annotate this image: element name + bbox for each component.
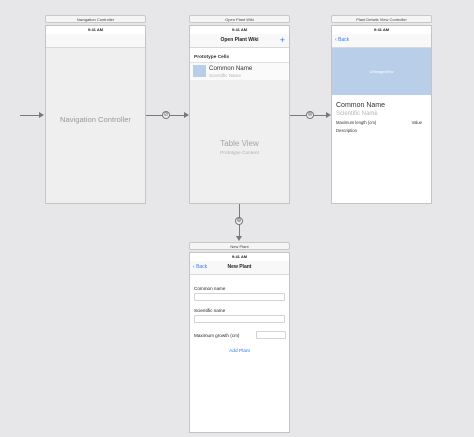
scene-plant-details[interactable]: Plant Details View Controller 9:41 AM ‹ … xyxy=(331,15,432,204)
navigation-bar: ‹ Back xyxy=(332,34,431,48)
status-bar-time: 9:41 AM xyxy=(231,254,248,259)
device-frame: 9:41 AM Open Plant Wiki + Prototype Cell… xyxy=(189,25,290,204)
show-segue-icon[interactable]: ⊚ xyxy=(306,111,314,119)
max-growth-field[interactable] xyxy=(256,331,286,339)
cell-subtitle: Scientific Name xyxy=(209,73,241,78)
add-plant-button[interactable]: + xyxy=(279,35,285,45)
max-length-label: Maximum length (cm) xyxy=(336,120,377,125)
back-button[interactable]: ‹ Back xyxy=(335,36,349,44)
back-button-label: Back xyxy=(196,264,208,270)
common-name-field[interactable] xyxy=(194,293,285,301)
prototype-cells-header: Prototype Cells xyxy=(194,55,230,60)
nav-controller-label: Navigation Controller xyxy=(60,115,131,124)
table-view-label: Table View xyxy=(220,139,259,148)
present-segue-icon[interactable]: ⊕ xyxy=(235,217,243,225)
scene-plant-list[interactable]: Open Plant Wiki 9:41 AM Open Plant Wiki … xyxy=(189,15,290,204)
cell-thumbnail xyxy=(193,65,206,77)
status-bar-time: 9:41 AM xyxy=(373,27,390,32)
navigation-bar xyxy=(46,34,145,48)
chevron-left-icon: ‹ xyxy=(193,264,195,270)
back-button[interactable]: ‹ Back xyxy=(193,263,207,271)
navigation-bar: ‹ Back New Plant xyxy=(190,261,289,275)
table-view-area: Table View Prototype Content xyxy=(190,80,289,203)
detail-common-name: Common Name xyxy=(336,102,386,109)
root-segue-arrow xyxy=(184,112,189,118)
present-segue-arrow xyxy=(236,236,242,241)
prototype-cell[interactable]: Common Name Scientific Name xyxy=(190,62,289,81)
table-view-sublabel: Prototype Content xyxy=(220,151,259,156)
add-plant-submit-button[interactable]: Add Plant xyxy=(229,349,250,354)
relationship-segue-icon[interactable]: ⊘ xyxy=(162,111,170,119)
cell-title: Common Name xyxy=(209,65,253,72)
nav-title: Open Plant Wiki xyxy=(220,37,259,43)
scientific-name-label: Scientific name xyxy=(194,308,226,313)
status-bar-time: 9:41 AM xyxy=(87,27,104,32)
entry-segue-arrow xyxy=(39,112,44,118)
scene-title[interactable]: New Plant xyxy=(189,242,290,250)
entry-segue-line xyxy=(20,115,40,116)
status-bar-time: 9:41 AM xyxy=(231,27,248,32)
max-growth-label: Maximum growth (cm) xyxy=(194,333,240,338)
common-name-label: Common name xyxy=(194,286,226,291)
back-button-label: Back xyxy=(338,37,350,43)
detail-scientific-name: Scientific Name xyxy=(336,111,378,117)
device-frame: 9:41 AM Navigation Controller xyxy=(45,25,146,204)
scene-title[interactable]: Open Plant Wiki xyxy=(189,15,290,23)
scene-title[interactable]: Navigation Controller xyxy=(45,15,146,23)
scene-navigation-controller[interactable]: Navigation Controller 9:41 AM Navigation… xyxy=(45,15,146,204)
scene-title[interactable]: Plant Details View Controller xyxy=(331,15,432,23)
scientific-name-field[interactable] xyxy=(194,315,285,323)
device-frame: 9:41 AM ‹ Back UIImageView Common Name S… xyxy=(331,25,432,204)
nav-title: New Plant xyxy=(227,264,252,270)
nav-controller-body: Navigation Controller xyxy=(46,48,145,203)
device-frame: 9:41 AM ‹ Back New Plant Common name Sci… xyxy=(189,252,290,433)
image-view-label: UIImageView xyxy=(369,69,394,74)
max-length-value: Value xyxy=(411,120,422,125)
scene-new-plant[interactable]: New Plant 9:41 AM ‹ Back New Plant Commo… xyxy=(189,242,290,433)
plant-image-view: UIImageView xyxy=(332,48,431,95)
description-label: Description xyxy=(336,128,357,133)
show-segue-arrow xyxy=(326,112,331,118)
navigation-bar: Open Plant Wiki + xyxy=(190,34,289,48)
chevron-left-icon: ‹ xyxy=(335,37,337,43)
